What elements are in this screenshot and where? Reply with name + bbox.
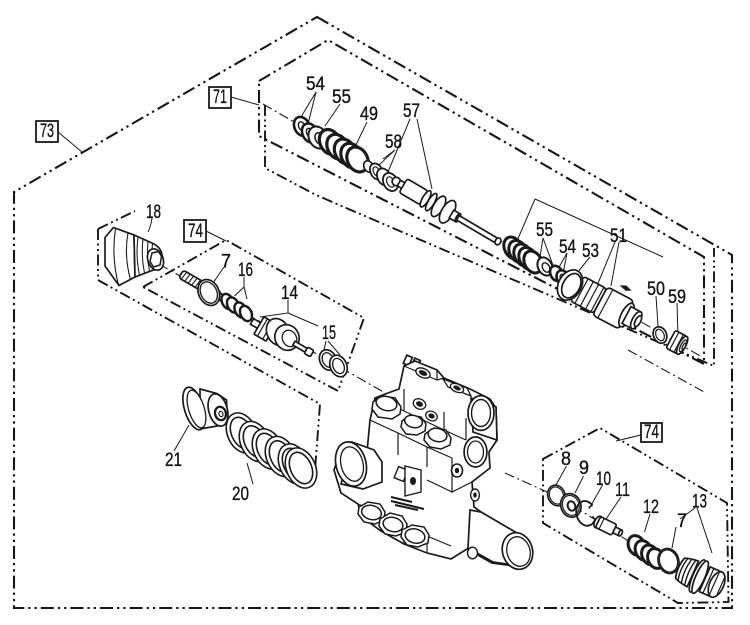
svg-text:55: 55 bbox=[536, 219, 553, 241]
svg-text:74: 74 bbox=[188, 220, 203, 242]
svg-text:11: 11 bbox=[615, 479, 630, 501]
svg-text:8: 8 bbox=[561, 448, 571, 470]
svg-text:53: 53 bbox=[582, 240, 599, 262]
svg-text:21: 21 bbox=[165, 449, 182, 471]
svg-text:71: 71 bbox=[213, 86, 227, 108]
svg-text:73: 73 bbox=[40, 120, 54, 142]
svg-text:50: 50 bbox=[647, 278, 665, 300]
svg-text:10: 10 bbox=[596, 468, 611, 490]
svg-text:74: 74 bbox=[644, 421, 659, 443]
svg-text:58: 58 bbox=[385, 131, 402, 153]
svg-text:13: 13 bbox=[692, 491, 707, 513]
svg-text:20: 20 bbox=[232, 483, 249, 505]
svg-text:7: 7 bbox=[677, 510, 687, 532]
svg-text:54: 54 bbox=[306, 73, 325, 95]
svg-text:54: 54 bbox=[559, 236, 576, 258]
svg-text:59: 59 bbox=[668, 286, 686, 308]
svg-text:51: 51 bbox=[610, 225, 627, 247]
svg-text:18: 18 bbox=[146, 201, 161, 223]
svg-text:16: 16 bbox=[238, 259, 253, 281]
svg-text:9: 9 bbox=[579, 457, 589, 479]
svg-text:57: 57 bbox=[403, 100, 420, 122]
svg-text:15: 15 bbox=[322, 322, 336, 344]
svg-text:14: 14 bbox=[281, 282, 298, 304]
svg-text:12: 12 bbox=[643, 496, 659, 518]
svg-text:7: 7 bbox=[221, 251, 231, 273]
svg-text:55: 55 bbox=[332, 86, 351, 108]
svg-text:49: 49 bbox=[360, 103, 378, 125]
